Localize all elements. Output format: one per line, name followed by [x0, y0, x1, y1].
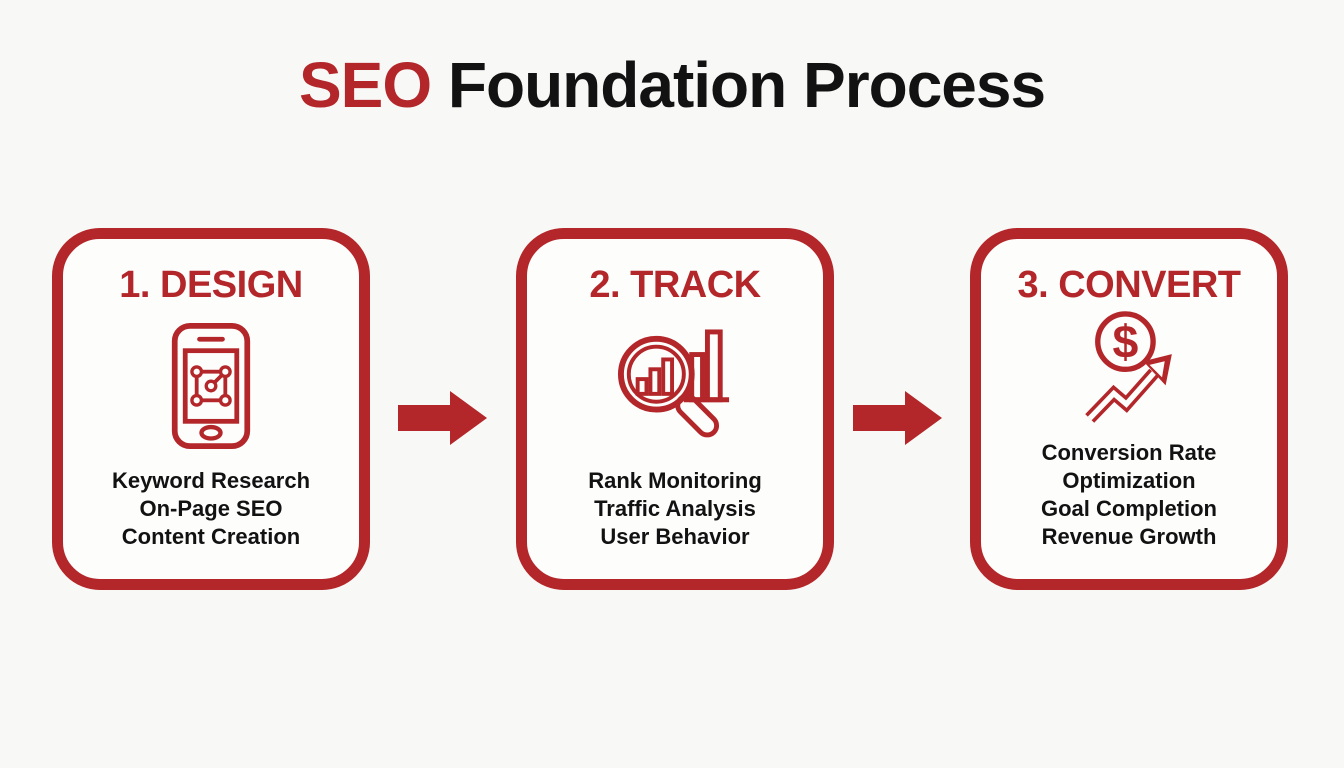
step-heading: 2. TRACK: [589, 264, 761, 306]
revenue-growth-icon: $: [1085, 311, 1172, 423]
step-line: User Behavior: [600, 524, 750, 549]
step-heading: 1. DESIGN: [119, 264, 303, 306]
phone-design-icon: [171, 323, 251, 449]
step-icon-wrap: [170, 305, 252, 467]
analytics-magnifier-icon: [617, 329, 730, 438]
step-line: On-Page SEO: [139, 496, 283, 521]
step-line: Rank Monitoring: [588, 468, 762, 493]
step-lines: Keyword Research On-Page SEO Content Cre…: [112, 467, 310, 551]
title-accent: SEO: [298, 49, 432, 121]
step-line: Content Creation: [121, 524, 301, 549]
step-line: Keyword Research: [111, 468, 311, 493]
step-card-design: 1. DESIGN Keyword Research On-Page SEO C…: [52, 228, 370, 590]
step-card-track: 2. TRACK Rank Monitoring Traffic Analysi…: [516, 228, 834, 590]
step-heading: 3. CONVERT: [1017, 264, 1241, 306]
arrow-right-icon: [853, 391, 942, 445]
page-title: SEO Foundation Process: [0, 48, 1344, 122]
step-line: Conversion Rate: [1041, 440, 1217, 465]
step-line: Goal Completion: [1041, 496, 1217, 521]
step-lines: Rank Monitoring Traffic Analysis User Be…: [588, 467, 762, 551]
arrow-right-icon: [398, 391, 487, 445]
step-lines: Conversion Rate Optimization Goal Comple…: [1041, 439, 1217, 551]
step-line: Revenue Growth: [1041, 524, 1217, 549]
step-line: Traffic Analysis: [594, 496, 756, 521]
step-icon-wrap: $: [1079, 305, 1179, 439]
svg-text:$: $: [1113, 316, 1139, 368]
title-rest: Foundation Process: [431, 49, 1046, 121]
step-line: Optimization: [1062, 468, 1196, 493]
step-card-convert: 3. CONVERT $ Conversion Rate Optimizatio…: [970, 228, 1288, 590]
step-icon-wrap: [617, 305, 733, 467]
